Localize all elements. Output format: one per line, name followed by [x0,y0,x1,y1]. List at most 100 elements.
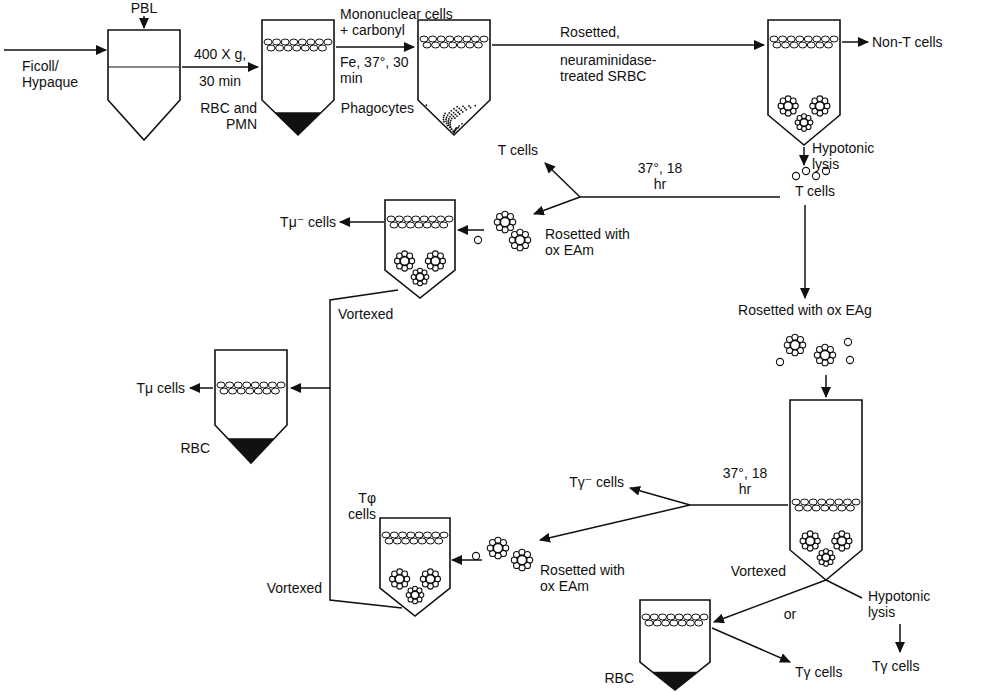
flow-arrow [712,628,790,662]
step-label: T cells [795,183,835,199]
step-label: RBC [604,670,634,686]
rosette [832,531,852,551]
cell [802,167,809,174]
flow-arrow [899,624,901,652]
flow-arrow [545,163,580,197]
flow-arrow [534,197,580,214]
step-label: 30 min [199,73,241,89]
flow-arrow [540,505,690,540]
flow-arrow [143,16,145,28]
centrifuge-tube [418,20,490,135]
rosette [817,549,835,567]
rosette [795,114,813,132]
flow-arrow [804,205,806,298]
cell-band [642,614,708,626]
cell [812,172,819,179]
rosette [784,334,805,355]
pellet [228,438,275,463]
rosetted-cells [472,167,853,570]
step-label: RBC and PMN [193,100,257,132]
flow-arrow [182,66,258,68]
step-label: 400 X g, [194,46,246,62]
flow-arrow [690,504,788,506]
step-label: Tγ⁻ cells [569,474,624,490]
step-label: Hypotonic lysis [868,588,946,620]
step-label: Rosetted with ox EAg [738,302,872,318]
step-label: Non-T cells [872,34,943,50]
rosette [814,344,835,365]
centrifuge-tube [215,350,287,463]
cell-band [217,382,285,394]
rosette [420,569,440,589]
cell [474,236,481,243]
cell [472,552,479,559]
step-label: Vortexed [731,563,786,579]
cell-band [770,36,838,48]
step-label: Tμ cells [136,380,185,396]
flow-arrow [330,388,402,608]
rosette [406,586,424,604]
flow-arrow [340,221,384,223]
rosette [494,211,515,232]
centrifuge-tube [108,30,180,140]
flow-arrow [842,41,868,43]
cell [844,338,851,345]
cell-band [264,39,332,51]
step-label: Hypotonic lysis [812,140,888,172]
cell [776,358,783,365]
step-label: RBC [180,440,210,456]
cell [846,356,853,363]
flow-arrow [291,290,398,388]
cell-band [387,216,453,228]
rosette [509,229,530,250]
flow-arrow [580,196,780,198]
flow-arrow [803,147,805,165]
cell-band [792,499,860,511]
flow-arrow [492,44,764,46]
step-label: Fe, 37°, 30 min [340,54,412,86]
rosette [778,96,798,116]
rosette [390,569,410,589]
flow-arrow [825,375,827,397]
centrifuge-tube [262,20,334,135]
rosette [487,537,508,558]
step-label: 37°, 18 hr [634,160,686,192]
step-label: neuraminidase-treated SRBC [560,52,678,84]
cell-band [382,532,448,544]
flow-arrow [452,559,482,561]
step-label: Tγ cells [795,664,842,680]
flow-arrow [630,488,690,505]
cell-band [420,36,488,48]
centrifuge-tube [385,200,455,298]
step-label: T cells [498,142,538,158]
pellet [275,112,322,135]
step-label: Tγ cells [872,658,919,674]
cell [792,172,799,179]
flow-arrow [458,229,484,231]
step-label: Phagocytes [341,100,414,116]
rosette [411,268,429,286]
rosette [425,251,445,271]
pellet [652,672,698,690]
flow-arrow [190,387,213,389]
step-label: PBL [131,0,157,16]
step-label: Mononuclear cells + carbonyl [340,6,458,38]
centrifuge-tube [640,600,710,690]
step-label: or [784,606,796,622]
flow-arrow [4,49,106,51]
step-label: Tμ⁻ cells [280,214,336,230]
centrifuge-tube [380,518,450,616]
step-label: 37°, 18 hr [719,465,771,497]
step-label: Ficoll/ Hypaque [22,58,92,90]
rosette [511,549,532,570]
rosette [810,96,830,116]
flow-arrows [4,16,900,662]
flow-arrow [826,580,862,598]
flow-arrow [714,580,826,622]
rosette [800,531,820,551]
flow-arrow [336,46,414,48]
step-label: Rosetted, [560,24,620,40]
tubes [108,20,862,690]
step-label: Tφ cells [330,490,376,522]
